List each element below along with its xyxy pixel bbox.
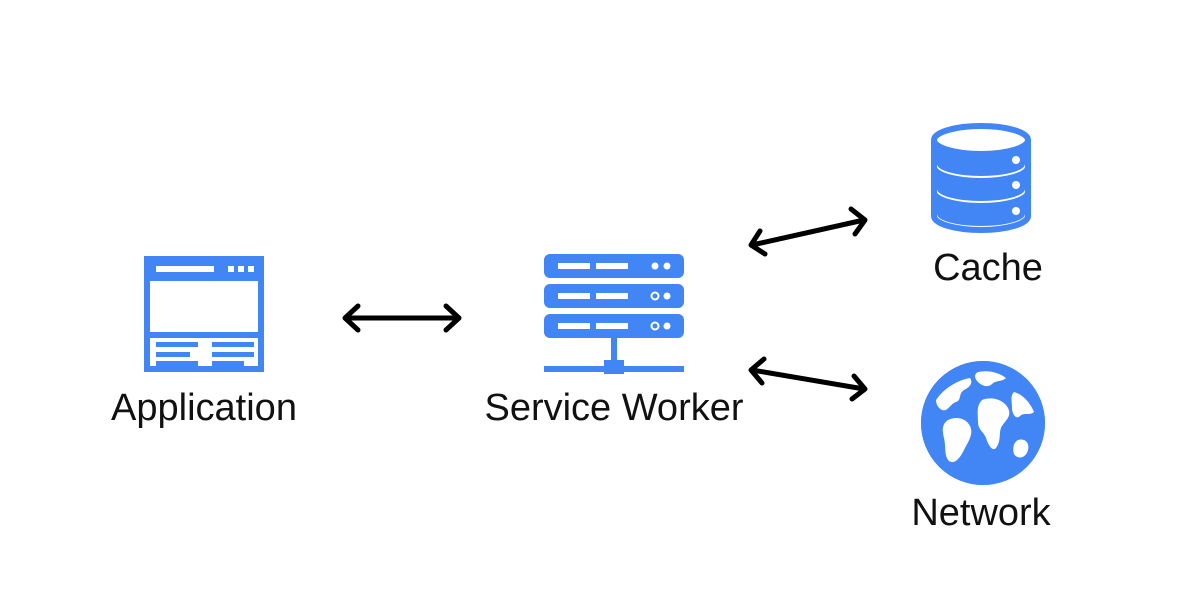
globe-icon [921, 361, 1045, 485]
arrow-service-worker-network [748, 356, 868, 402]
cache-label: Cache [933, 247, 1043, 289]
application-label: Application [111, 387, 297, 429]
network-label: Network [911, 492, 1051, 534]
server-rack-icon [544, 254, 684, 374]
database-icon [931, 123, 1031, 233]
service-worker-label: Service Worker [484, 387, 744, 429]
browser-window-icon [144, 256, 264, 372]
arrow-application-service-worker [342, 303, 462, 333]
arrow-service-worker-cache [748, 206, 868, 257]
